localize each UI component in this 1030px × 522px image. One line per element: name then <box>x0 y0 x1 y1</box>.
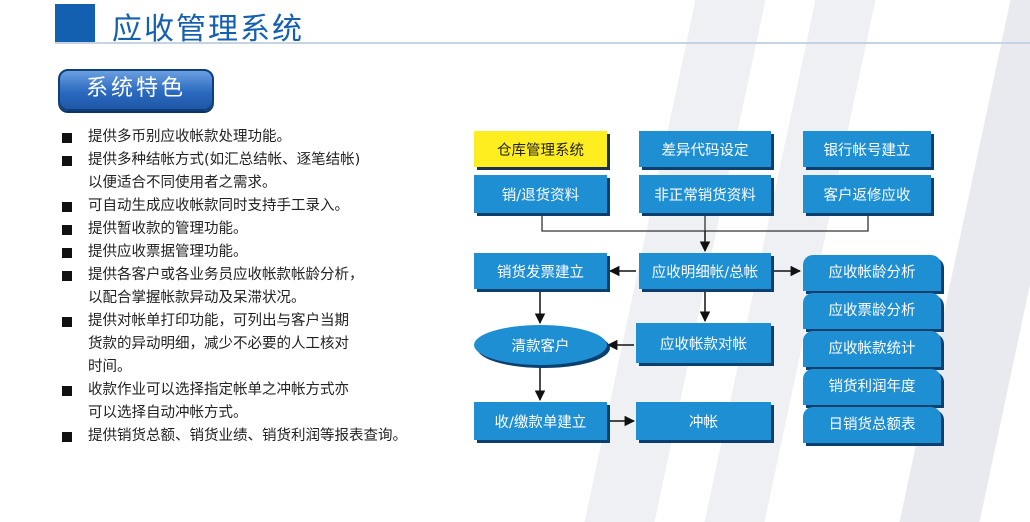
bullet-icon <box>62 202 72 212</box>
title-accent-block <box>55 4 95 42</box>
feature-text: 提供应收票据管理功能。 <box>88 244 248 260</box>
customer-rebate-box: 客户返修应收 <box>803 175 931 213</box>
feature-text: 提供对帐单打印功能，可列出与客户当期 <box>88 313 349 329</box>
bullet-icon <box>62 133 72 143</box>
feature-text: 以配合掌握帐款异动及呆滞状况。 <box>88 290 306 306</box>
report-item: 应收票龄分析 <box>803 293 941 329</box>
ledger-box: 应收明细帐/总帐 <box>639 253 771 289</box>
report-item: 应收帐龄分析 <box>803 255 941 291</box>
bank-account-box: 银行帐号建立 <box>803 131 931 167</box>
receipt-box: 收/缴款单建立 <box>474 402 607 440</box>
feature-text: 提供多币别应收帐款处理功能。 <box>88 129 291 145</box>
title-underline <box>55 42 1030 44</box>
feature-text: 收款作业可以选择指定帐单之冲帐方式亦 <box>88 382 349 398</box>
feature-text: 货款的异动明细，减少不必要的人工核对 <box>88 336 349 352</box>
offset-box: 冲帐 <box>636 402 771 440</box>
feature-item: 提供销货总额、销货业绩、销货利润等报表查询。 <box>62 425 522 448</box>
warehouse-system-box: 仓库管理系统 <box>474 131 607 167</box>
bullet-icon <box>62 317 72 327</box>
feature-text: 提供多种结帐方式(如汇总结帐、逐笔结帐) <box>88 152 361 168</box>
bullet-icon <box>62 271 72 281</box>
page-title: 应收管理系统 <box>112 12 304 47</box>
section-badge: 系统特色 <box>58 69 214 111</box>
bullet-icon <box>62 225 72 235</box>
feature-text: 提供销货总额、销货业绩、销货利润等报表查询。 <box>88 428 407 444</box>
feature-list: 提供多币别应收帐款处理功能。 提供多种结帐方式(如汇总结帐、逐笔结帐) 以便适合… <box>62 126 522 448</box>
reconcile-box: 应收帐款对帐 <box>636 323 771 363</box>
feature-item: 提供暂收款的管理功能。 <box>62 218 522 241</box>
feature-text: 可自动生成应收帐款同时支持手工录入。 <box>88 198 349 214</box>
sales-return-box: 销/退货资料 <box>474 175 607 213</box>
report-item: 日销货总额表 <box>803 407 941 443</box>
feature-item: 可自动生成应收帐款同时支持手工录入。 <box>62 195 522 218</box>
abnormal-sales-box: 非正常销货资料 <box>639 175 771 213</box>
feature-item: 提供各客户或各业务员应收帐款帐龄分析， 以配合掌握帐款异动及呆滞状况。 <box>62 264 522 310</box>
report-item: 销货利润年度 <box>803 369 941 405</box>
bullet-icon <box>62 432 72 442</box>
feature-item: 提供多币别应收帐款处理功能。 <box>62 126 522 149</box>
feature-item: 提供对帐单打印功能，可列出与客户当期 货款的异动明细，减少不必要的人工核对 时间… <box>62 310 522 379</box>
invoice-box: 销货发票建立 <box>474 253 607 289</box>
feature-item: 收款作业可以选择指定帐单之冲帐方式亦 可以选择自动冲帐方式。 <box>62 379 522 425</box>
feature-text: 提供暂收款的管理功能。 <box>88 221 248 237</box>
feature-text: 时间。 <box>88 359 132 375</box>
feature-text: 可以选择自动冲帐方式。 <box>88 405 248 421</box>
feature-text: 以便适合不同使用者之需求。 <box>88 175 277 191</box>
bullet-icon <box>62 156 72 166</box>
feature-item: 提供应收票据管理功能。 <box>62 241 522 264</box>
bullet-icon <box>62 386 72 396</box>
bullet-icon <box>62 248 72 258</box>
clear-customer-ellipse: 清款客户 <box>474 325 607 365</box>
report-item: 应收帐款统计 <box>803 331 941 367</box>
diff-code-box: 差异代码设定 <box>639 131 771 167</box>
feature-text: 提供各客户或各业务员应收帐款帐龄分析， <box>88 267 364 283</box>
feature-item: 提供多种结帐方式(如汇总结帐、逐笔结帐) 以便适合不同使用者之需求。 <box>62 149 522 195</box>
